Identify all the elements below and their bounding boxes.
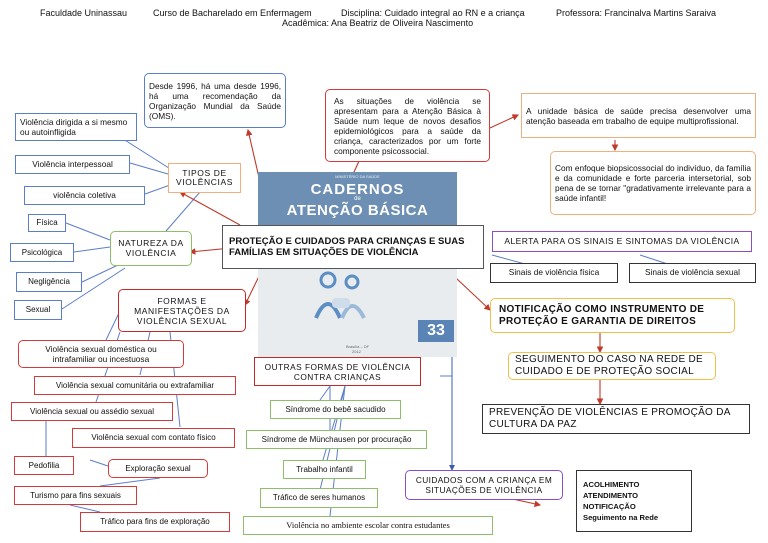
notificacao-box: NOTIFICAÇÃO COMO INSTRUMENTO DE PROTEÇÃO… bbox=[490, 298, 735, 333]
header-curso: Curso de Bacharelado em Enfermagem bbox=[153, 8, 312, 18]
cuidados-list: ACOLHIMENTO ATENDIMENTO NOTIFICAÇÃO Segu… bbox=[576, 470, 692, 532]
outras-item-bebe: Síndrome do bebê sacudido bbox=[270, 400, 401, 419]
header-academica: Acadêmica: Ana Beatriz de Oliveira Nasci… bbox=[282, 18, 474, 28]
natureza-item-sexual: Sexual bbox=[14, 300, 62, 320]
seguimento-box: SEGUIMENTO DO CASO NA REDE DE CUIDADO E … bbox=[508, 352, 716, 380]
cuidados-title: CUIDADOS COM A CRIANÇA EM SITUAÇÕES DE V… bbox=[405, 470, 563, 500]
cover-ministry: MINISTÉRIO DA SAÚDE bbox=[335, 174, 380, 179]
cover-title-de: de bbox=[354, 196, 361, 202]
header-professora: Professora: Francinalva Martins Saraiva bbox=[556, 8, 717, 18]
cuidados-item-notificacao: NOTIFICAÇÃO bbox=[583, 502, 636, 511]
central-title: PROTEÇÃO E CUIDADOS PARA CRIANÇAS E SUAS… bbox=[222, 225, 484, 269]
alerta-title: ALERTA PARA OS SINAIS E SINTOMAS DA VIOL… bbox=[492, 231, 752, 252]
formas-item-exploracao: Exploração sexual bbox=[108, 459, 208, 478]
formas-item-trafico: Tráfico para fins de exploração bbox=[80, 512, 230, 532]
natureza-title: NATUREZA DA VIOLÊNCIA bbox=[110, 231, 192, 266]
enfoque-note: Com enfoque biopsicossocial do indivíduo… bbox=[550, 151, 756, 215]
outras-item-trafico-humanos: Tráfico de seres humanos bbox=[260, 488, 378, 508]
prevencao-box: PREVENÇÃO DE VIOLÊNCIAS E PROMOÇÃO DA CU… bbox=[482, 404, 750, 434]
cuidados-item-acolhimento: ACOLHIMENTO bbox=[583, 480, 640, 489]
cuidados-item-seguimento: Seguimento na Rede bbox=[583, 513, 659, 522]
formas-item-comunitaria: Violência sexual comunitária ou extrafam… bbox=[34, 376, 236, 395]
oms-note: Desde 1996, há uma desde 1996, há uma re… bbox=[144, 73, 286, 128]
cover-number: 33 bbox=[418, 320, 454, 342]
formas-item-assedio: Violência sexual ou assédio sexual bbox=[11, 402, 173, 421]
alerta-item-sexual: Sinais de violência sexual bbox=[629, 263, 756, 283]
tipos-item-coletiva: violência coletiva bbox=[24, 186, 145, 205]
natureza-item-psicologica: Psicológica bbox=[10, 243, 74, 262]
outras-item-escolar: Violência no ambiente escolar contra est… bbox=[243, 516, 493, 535]
cover-family-illustration bbox=[308, 268, 378, 323]
unidade-note: A unidade básica de saúde precisa desenv… bbox=[521, 93, 756, 138]
header-faculdade: Faculdade Uninassau bbox=[40, 8, 128, 18]
alerta-item-fisica: Sinais de violência física bbox=[490, 263, 618, 283]
tipos-item-autoinfligida: Violência dirigida a si mesmo ou autoinf… bbox=[15, 113, 137, 141]
formas-item-pedofilia: Pedofilia bbox=[14, 456, 74, 475]
cover-banner: MINISTÉRIO DA SAÚDE CADERNOS de ATENÇÃO … bbox=[258, 172, 457, 232]
natureza-item-fisica: Física bbox=[28, 214, 66, 232]
formas-title: FORMAS E MANIFESTAÇÕES DA VIOLÊNCIA SEXU… bbox=[118, 289, 246, 332]
header-disciplina: Disciplina: Cuidado integral ao RN e a c… bbox=[341, 8, 525, 18]
outras-title: OUTRAS FORMAS DE VIOLÊNCIA CONTRA CRIANÇ… bbox=[254, 357, 421, 386]
cover-footer-2: 2012 bbox=[352, 349, 361, 354]
cuidados-item-atendimento: ATENDIMENTO bbox=[583, 491, 638, 500]
situacoes-note: As situações de violência se apresentam … bbox=[325, 89, 490, 162]
cover-title-1: CADERNOS bbox=[310, 181, 405, 198]
natureza-item-negligencia: Negligência bbox=[16, 272, 82, 292]
outras-item-munchausen: Síndrome de Münchausen por procuração bbox=[246, 430, 427, 449]
tipos-title: TIPOS DE VIOLÊNCIAS bbox=[168, 163, 241, 193]
tipos-item-interpessoal: Violência interpessoal bbox=[15, 155, 130, 174]
cover-footer-1: Brasília – DF bbox=[346, 344, 370, 349]
formas-item-contato: Violência sexual com contato físico bbox=[72, 428, 235, 448]
formas-item-turismo: Turismo para fins sexuais bbox=[14, 486, 137, 505]
formas-item-domestica: Violência sexual doméstica ou intrafamil… bbox=[18, 340, 184, 368]
cover-title-2: ATENÇÃO BÁSICA bbox=[286, 202, 429, 219]
outras-item-trabalho: Trabalho infantil bbox=[283, 460, 366, 479]
